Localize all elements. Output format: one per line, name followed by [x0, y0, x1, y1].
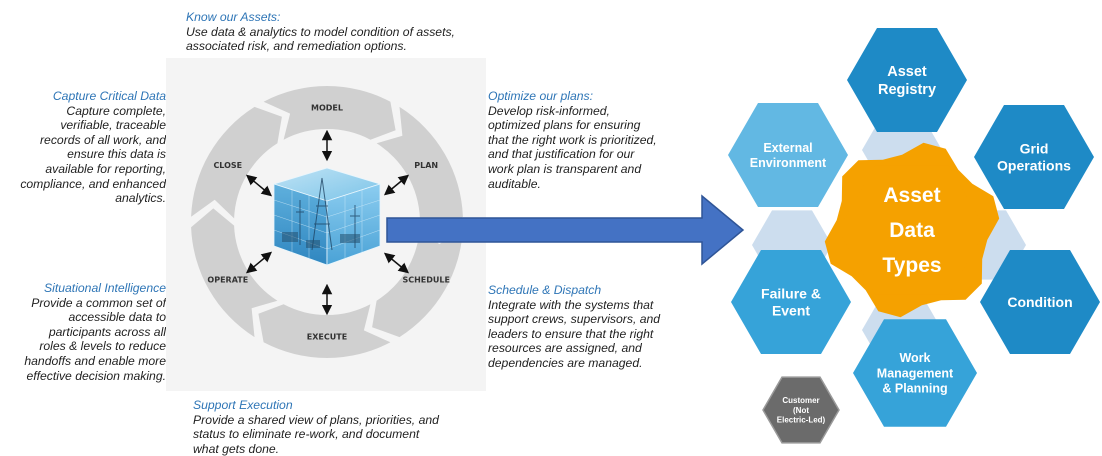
hex-work-management-label-2: & Planning — [882, 382, 947, 396]
hex-customer-shape — [762, 376, 840, 444]
center-label-0: Asset — [883, 184, 940, 207]
flow-arrow — [386, 194, 745, 266]
cycle-segment-model — [263, 86, 396, 140]
cycle-ring: MODEL PLAN SCHEDULE EXECUTE OPERATE CLOSE — [191, 86, 463, 358]
cycle-label-schedule: SCHEDULE — [402, 275, 450, 284]
hex-work-management-label-0: Work — [899, 351, 930, 365]
hex-failure-event-label-0: Failure & — [761, 285, 821, 301]
situational-intel-text: Situational Intelligence Provide a commo… — [0, 281, 166, 383]
hex-condition: Condition — [980, 250, 1100, 354]
optimize-plans-body: Develop risk-informed, optimized plans f… — [488, 103, 657, 191]
hex-grid-operations-label-0: Grid — [1020, 140, 1049, 156]
hex-customer-label-1: (Not — [793, 406, 809, 415]
hex-failure-event-label-1: Event — [772, 302, 810, 318]
hex-asset-registry-label-1: Registry — [878, 82, 936, 98]
cycle-segment-operate — [191, 208, 278, 338]
capture-data-text: Capture Critical Data Capture complete, … — [0, 89, 166, 206]
hex-customer-label-0: Customer — [782, 396, 819, 405]
schedule-dispatch-heading: Schedule & Dispatch — [488, 283, 602, 297]
hex-external-environment-label-1: Environment — [750, 156, 827, 170]
grid-cube-illustration — [272, 167, 382, 266]
capture-data-body: Capture complete, verifiable, traceable … — [20, 103, 166, 206]
cycle-label-model: MODEL — [311, 104, 343, 113]
hex-condition-shape — [980, 250, 1100, 354]
hex-external-environment-shape — [728, 103, 848, 207]
schedule-dispatch-text: Schedule & Dispatch Integrate with the s… — [488, 283, 660, 371]
cycle-segment-close — [191, 106, 282, 219]
cycle-label-execute: EXECUTE — [307, 333, 347, 342]
hex-external-environment-label-0: External — [763, 141, 812, 155]
schedule-dispatch-body: Integrate with the systems that support … — [488, 297, 661, 370]
cycle-label-operate: OPERATE — [207, 275, 248, 284]
cycle-label-close: CLOSE — [213, 161, 242, 170]
hex-customer-label-2: Electric-Led) — [777, 416, 826, 425]
hex-condition-label-0: Condition — [1007, 294, 1072, 310]
hex-grid-operations-shape — [974, 105, 1094, 209]
support-execution-text: Support Execution Provide a shared view … — [193, 398, 439, 456]
cycle-connector-arrows — [245, 129, 410, 316]
situational-intel-body: Provide a common set of accessible data … — [24, 295, 166, 383]
cycle-segment-plan — [376, 106, 463, 236]
hex-failure-event-shape — [731, 250, 851, 354]
situational-intel-heading: Situational Intelligence — [44, 281, 166, 295]
cycle-segment-execute — [258, 304, 391, 358]
center-label-1: Data — [889, 219, 935, 242]
hex-work-management-label-1: Management — [877, 366, 954, 380]
optimize-plans-heading: Optimize our plans: — [488, 89, 593, 103]
know-assets-body: Use data & analytics to model condition … — [186, 24, 455, 54]
support-execution-body: Provide a shared view of plans, prioriti… — [193, 412, 439, 456]
know-assets-text: Know our Assets: Use data & analytics to… — [186, 10, 455, 54]
cycle-label-plan: PLAN — [414, 161, 438, 170]
support-execution-heading: Support Execution — [193, 398, 293, 412]
hex-failure-event: Failure &Event — [731, 250, 851, 354]
hex-work-management-shape — [853, 319, 977, 427]
hex-asset-registry-shape — [847, 28, 967, 132]
center-hex-shape — [838, 165, 986, 295]
center-label-2: Types — [882, 254, 941, 277]
capture-data-heading: Capture Critical Data — [52, 89, 166, 103]
know-assets-heading: Know our Assets: — [186, 10, 281, 24]
hex-grid-operations-label-1: Operations — [997, 157, 1071, 173]
hex-asset-registry-label-0: Asset — [887, 64, 927, 80]
optimize-plans-text: Optimize our plans: Develop risk-informe… — [488, 89, 657, 191]
cycle-segment-schedule — [372, 225, 463, 338]
